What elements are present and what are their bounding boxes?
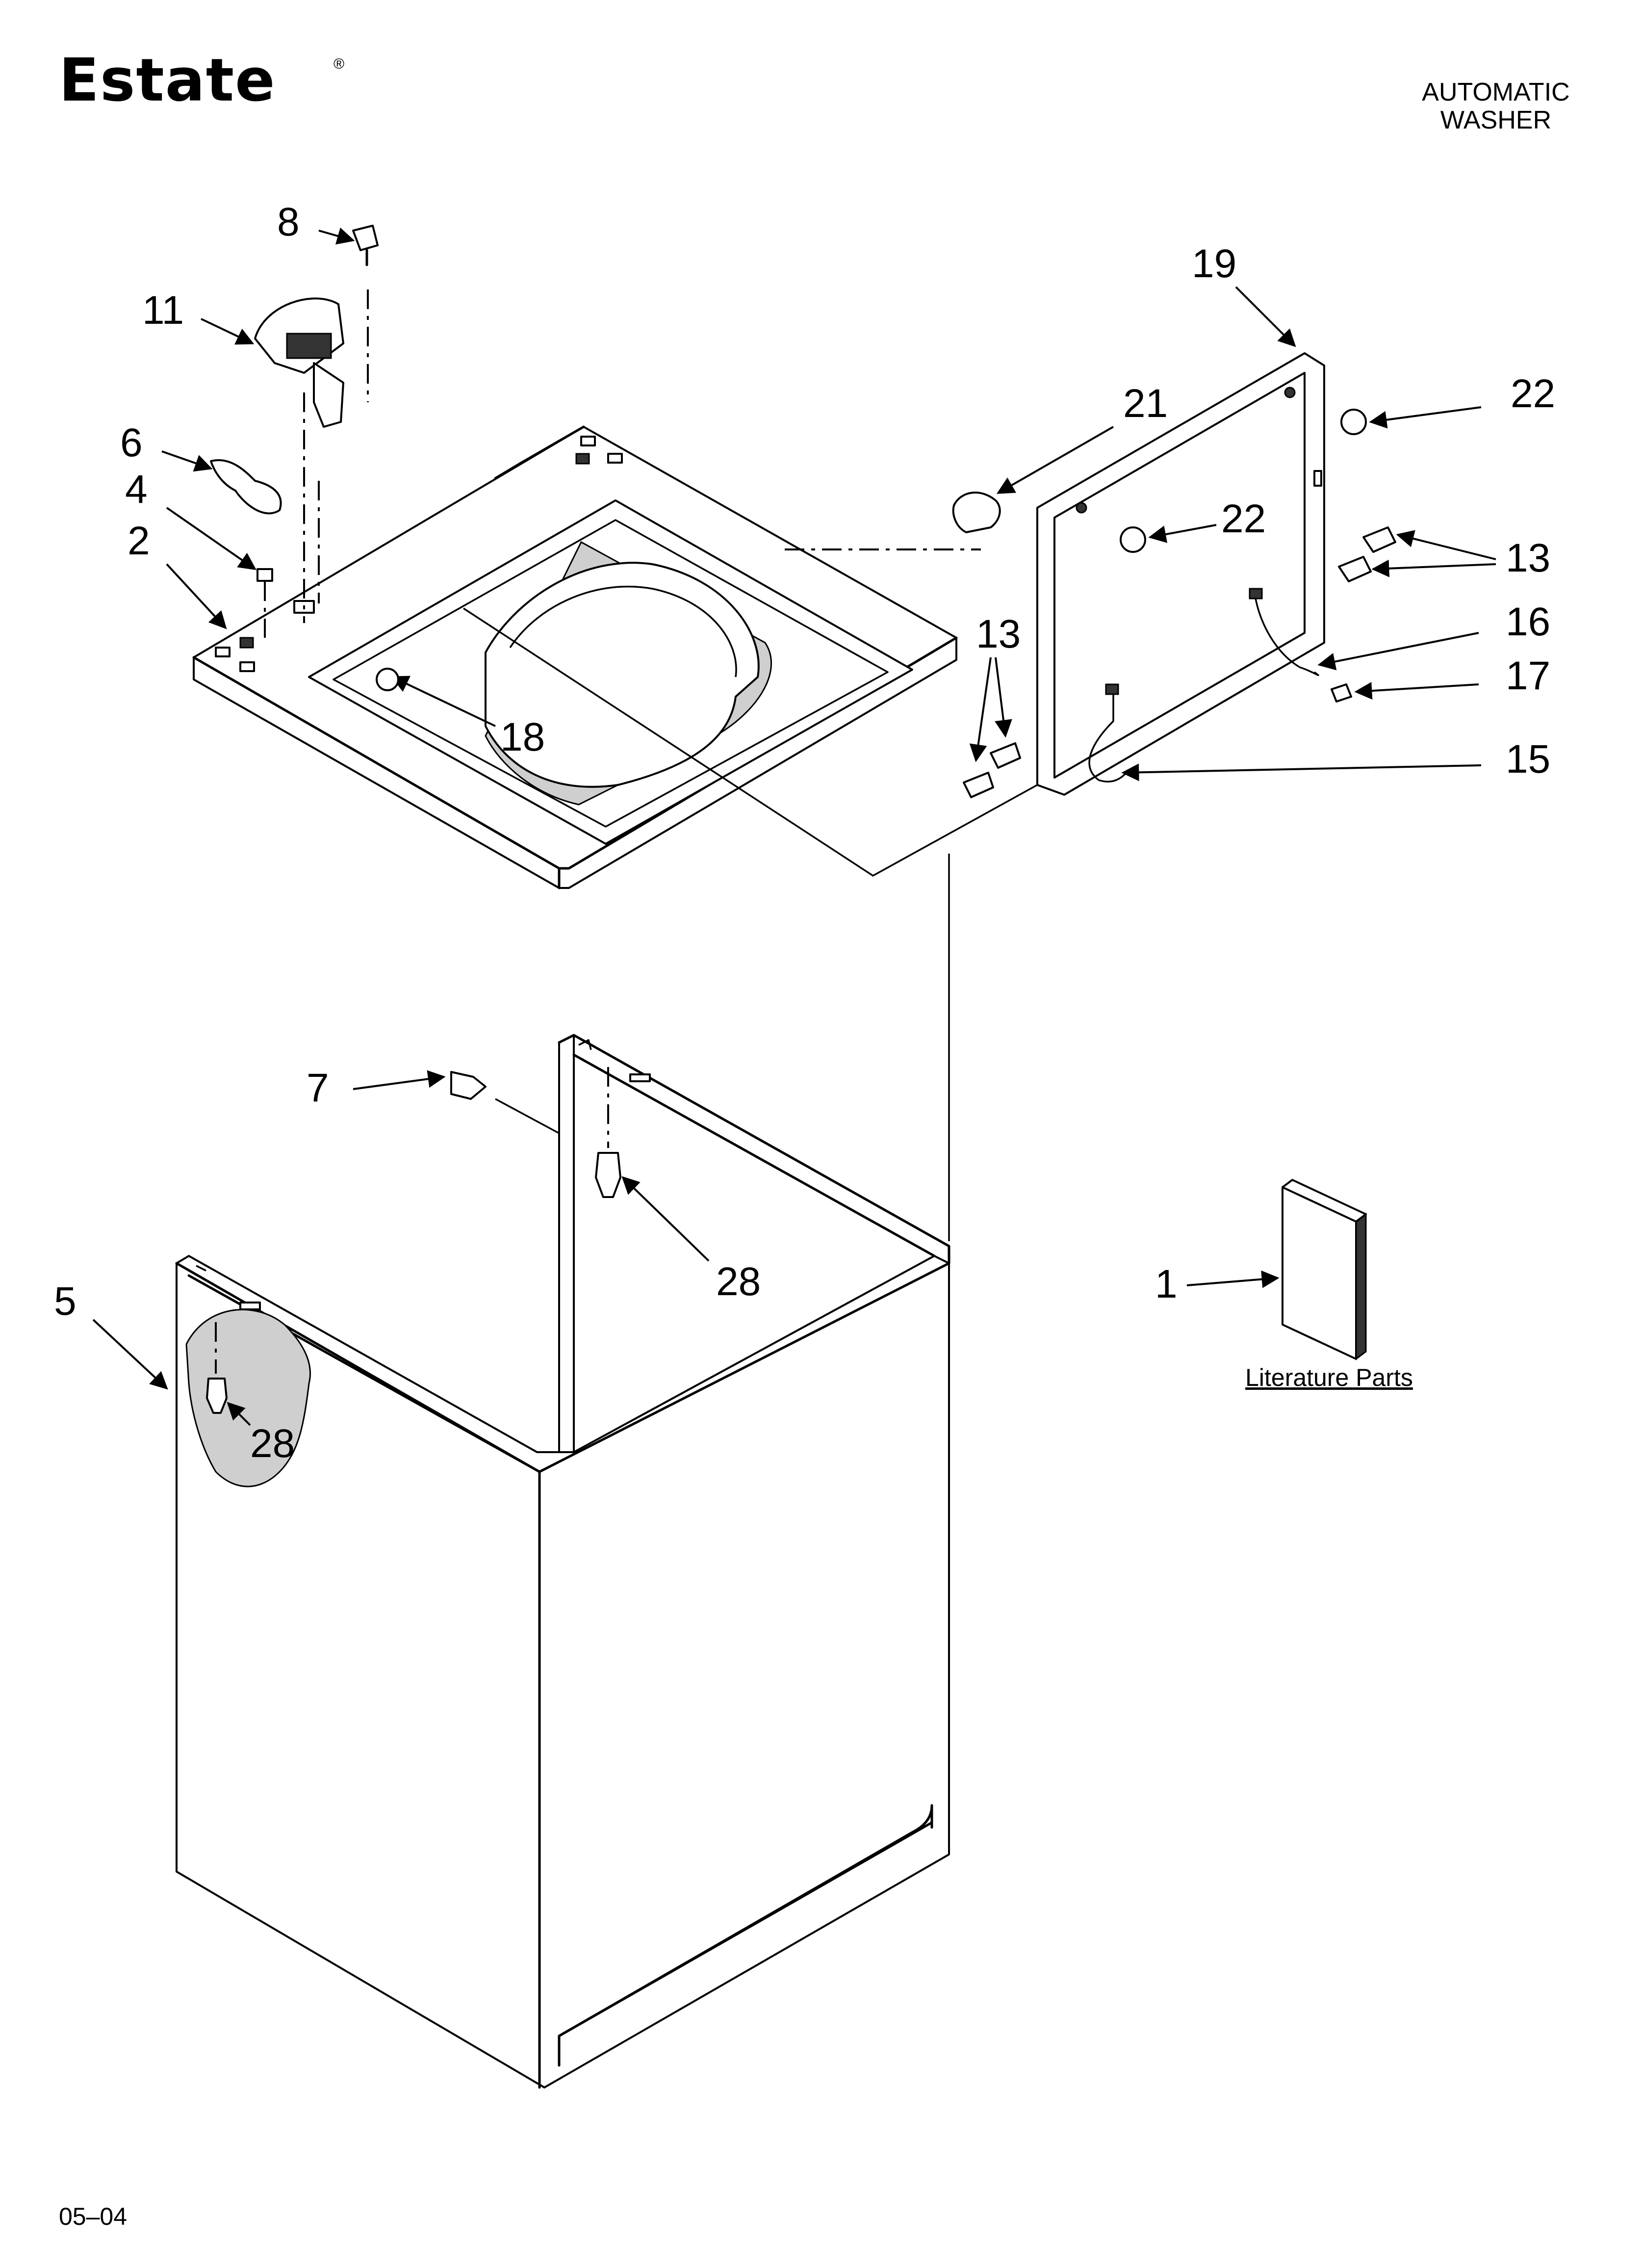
part-18-plug bbox=[376, 668, 399, 691]
part-6-clip bbox=[210, 459, 282, 515]
part-13-screw-left-2 bbox=[963, 772, 994, 798]
part-22-plug-top bbox=[1340, 409, 1367, 435]
part-22-plug-mid bbox=[1120, 526, 1146, 553]
callout-13-left: 13 bbox=[976, 612, 1021, 656]
literature-parts-label: Literature Parts bbox=[1245, 1364, 1413, 1391]
callout-8: 8 bbox=[277, 200, 300, 244]
callout-13-right: 13 bbox=[1506, 536, 1550, 580]
part-17-nut bbox=[1331, 683, 1352, 703]
part-4-bracket bbox=[257, 568, 273, 582]
callout-22-mid: 22 bbox=[1221, 496, 1266, 541]
callout-15: 15 bbox=[1506, 737, 1550, 782]
callout-18: 18 bbox=[500, 715, 545, 759]
part-13-screw-right-2 bbox=[1338, 556, 1372, 582]
lid-switch-assembly bbox=[254, 225, 379, 623]
brand-logo: Estate ® bbox=[59, 47, 344, 115]
callout-2: 2 bbox=[128, 519, 150, 563]
callout-11: 11 bbox=[142, 288, 184, 333]
part-7-screw bbox=[450, 1071, 487, 1100]
part-19-console-frame bbox=[1036, 352, 1325, 796]
part-21-knob bbox=[952, 492, 1001, 533]
part-5-cabinet bbox=[175, 1034, 950, 2089]
callout-28-cutaway: 28 bbox=[250, 1421, 295, 1466]
part-13-screw-left-1 bbox=[990, 742, 1021, 769]
top-panel bbox=[192, 425, 958, 889]
registered-mark: ® bbox=[334, 56, 344, 72]
callout-17: 17 bbox=[1506, 653, 1550, 698]
callout-21: 21 bbox=[1123, 381, 1168, 426]
callout-6: 6 bbox=[120, 420, 143, 465]
part-28-screw-cutaway bbox=[206, 1378, 228, 1414]
footer-code: 05–04 bbox=[59, 2203, 127, 2230]
header-line-1: AUTOMATIC bbox=[1422, 78, 1569, 106]
callout-5: 5 bbox=[54, 1279, 77, 1324]
callout-16: 16 bbox=[1506, 600, 1550, 644]
part-28-screw-upper bbox=[595, 1152, 621, 1198]
callout-7: 7 bbox=[307, 1066, 329, 1110]
brand-logo-text: Estate bbox=[59, 47, 276, 115]
callout-19: 19 bbox=[1192, 241, 1236, 286]
callout-1: 1 bbox=[1155, 1262, 1178, 1306]
part-13-screw-right-1 bbox=[1362, 526, 1396, 553]
part-1-literature bbox=[1282, 1179, 1367, 1360]
header-line-2: WASHER bbox=[1440, 106, 1551, 134]
callout-4: 4 bbox=[125, 467, 148, 512]
callout-22-top: 22 bbox=[1511, 371, 1555, 416]
callout-28-upper: 28 bbox=[716, 1259, 761, 1304]
